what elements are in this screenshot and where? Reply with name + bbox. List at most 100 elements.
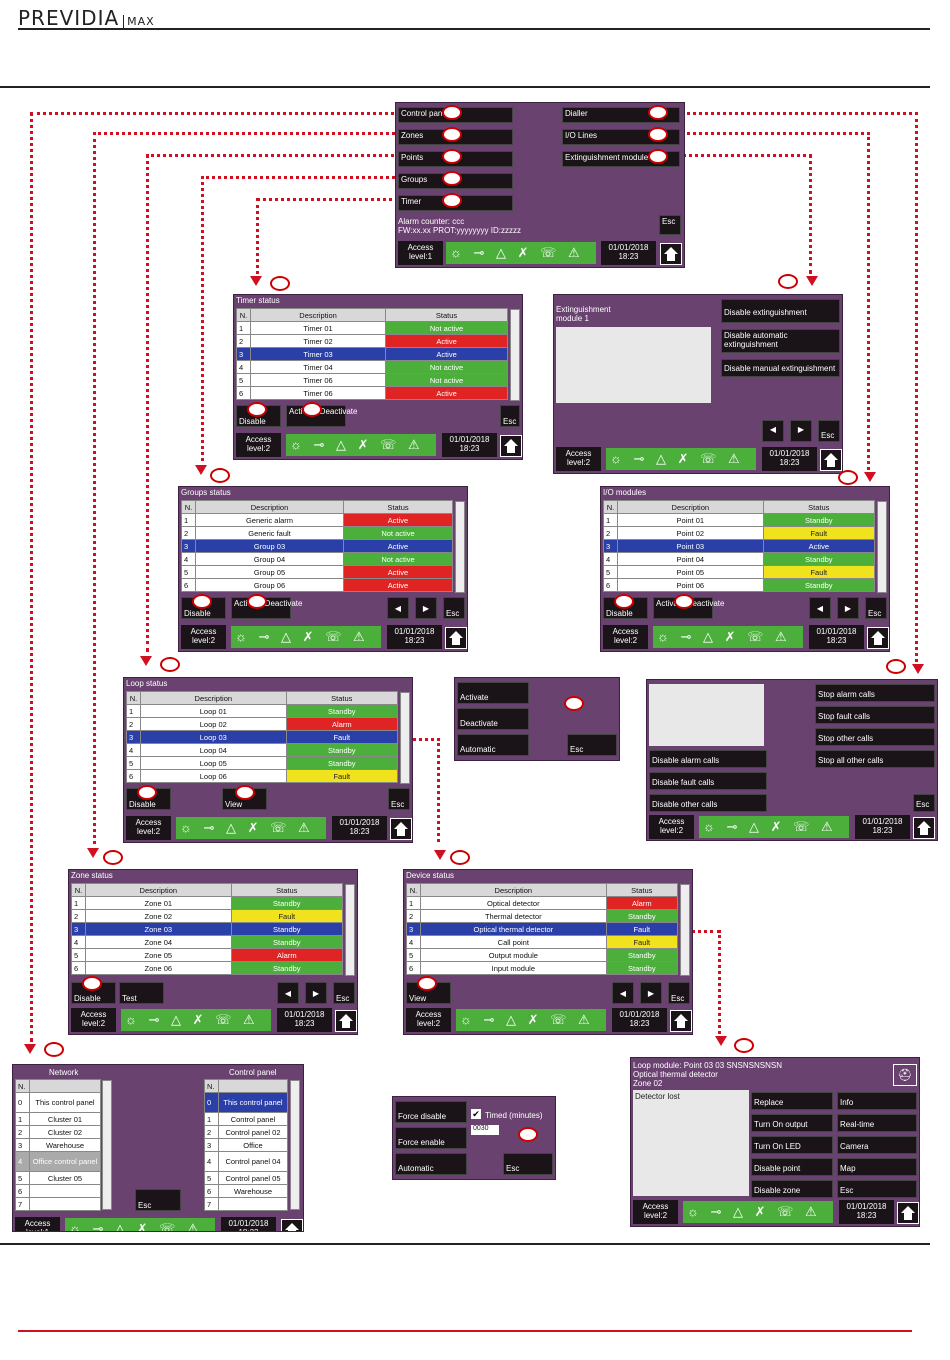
scrollbar[interactable] xyxy=(400,692,410,784)
esc-button[interactable]: Esc xyxy=(659,215,681,235)
turn-on-output-button[interactable]: Turn On output xyxy=(751,1114,833,1132)
esc-button[interactable]: Esc xyxy=(443,597,465,619)
map-button[interactable]: Map xyxy=(837,1158,917,1176)
stop-all-other-calls-button[interactable]: Stop all other calls xyxy=(815,750,935,768)
arrow-left-icon[interactable]: ◀ xyxy=(762,420,784,442)
main-screen: Control panel Zones Points Groups Timer … xyxy=(395,102,685,268)
esc-button[interactable]: Esc xyxy=(668,982,690,1004)
home-icon[interactable] xyxy=(867,627,889,649)
callout-marker xyxy=(235,785,255,800)
esc-button[interactable]: Esc xyxy=(388,788,410,810)
home-icon[interactable] xyxy=(390,818,412,840)
home-icon[interactable] xyxy=(820,449,842,471)
deactivate-button[interactable]: Deactivate xyxy=(457,708,529,730)
disable-fault-calls-button[interactable]: Disable fault calls xyxy=(649,772,767,790)
esc-button[interactable]: Esc xyxy=(865,597,887,619)
scrollbar[interactable] xyxy=(877,501,887,593)
arrow-right-icon[interactable]: ▶ xyxy=(415,597,437,619)
esc-button[interactable]: Esc xyxy=(333,982,355,1004)
force-disable-button[interactable]: Force disable xyxy=(395,1101,467,1123)
disable-manual-extinguishment-button[interactable]: Disable manual extinguishment xyxy=(721,359,840,377)
callout-marker xyxy=(648,149,668,164)
stop-fault-calls-button[interactable]: Stop fault calls xyxy=(815,706,935,724)
access-level: Access level:2 xyxy=(406,1008,451,1032)
home-icon[interactable] xyxy=(445,627,467,649)
esc-button[interactable]: Esc xyxy=(135,1189,181,1211)
arrow-left-icon[interactable]: ◀ xyxy=(612,982,634,1004)
scrollbar[interactable] xyxy=(290,1080,300,1210)
checkmark-icon[interactable]: ✔ xyxy=(471,1109,481,1119)
screen-title: Groups status xyxy=(181,488,231,497)
test-button[interactable]: Test xyxy=(119,982,164,1004)
arrow-left-icon[interactable]: ◀ xyxy=(277,982,299,1004)
activate-button[interactable]: Activate xyxy=(457,682,529,704)
replace-button[interactable]: Replace xyxy=(751,1092,833,1110)
arrow-right-icon[interactable]: ▶ xyxy=(837,597,859,619)
real-time-button[interactable]: Real-time xyxy=(837,1114,917,1132)
automatic-button[interactable]: Automatic xyxy=(395,1153,467,1175)
esc-button[interactable]: Esc xyxy=(500,405,520,427)
esc-button[interactable]: Esc xyxy=(503,1153,553,1175)
arrow-right-icon[interactable]: ▶ xyxy=(640,982,662,1004)
stop-other-calls-button[interactable]: Stop other calls xyxy=(815,728,935,746)
disable-other-calls-button[interactable]: Disable other calls xyxy=(649,794,767,812)
esc-button[interactable]: Esc xyxy=(818,420,840,442)
datetime: 01/01/2018 18:23 xyxy=(277,1008,332,1032)
callout-marker xyxy=(302,402,322,417)
arrow-right-icon[interactable]: ▶ xyxy=(305,982,327,1004)
callout-marker xyxy=(442,171,462,186)
scrollbar[interactable] xyxy=(510,309,520,401)
force-enable-button[interactable]: Force enable xyxy=(395,1127,467,1149)
disable-automatic-extinguishment-button[interactable]: Disable automatic extinguishment xyxy=(721,329,840,353)
turn-on-led-button[interactable]: Turn On LED xyxy=(751,1136,833,1154)
disable-zone-button[interactable]: Disable zone xyxy=(751,1180,833,1198)
arrow-dialler xyxy=(912,664,924,674)
esc-button[interactable]: Esc xyxy=(913,794,935,812)
disable-extinguishment-button[interactable]: Disable extinguishment xyxy=(721,299,840,323)
home-icon[interactable] xyxy=(670,1010,692,1032)
disable-point-button[interactable]: Disable point xyxy=(751,1158,833,1176)
camera-button[interactable]: Camera xyxy=(837,1136,917,1154)
arrow-right-icon[interactable]: ▶ xyxy=(790,420,812,442)
detector-icon: ⛑ xyxy=(893,1064,917,1086)
esc-button[interactable]: Esc xyxy=(567,734,617,756)
callout-marker xyxy=(247,402,267,417)
scrollbar[interactable] xyxy=(455,501,465,593)
disable-alarm-calls-button[interactable]: Disable alarm calls xyxy=(649,750,767,768)
home-icon[interactable] xyxy=(660,243,682,265)
home-icon[interactable] xyxy=(913,817,935,839)
home-icon[interactable] xyxy=(897,1202,919,1224)
arrow-left-icon[interactable]: ◀ xyxy=(387,597,409,619)
esc-button[interactable]: Esc xyxy=(837,1180,917,1198)
callout-marker xyxy=(648,105,668,120)
arrow-left-icon[interactable]: ◀ xyxy=(809,597,831,619)
timed-minutes-input[interactable]: 0030 xyxy=(471,1125,499,1135)
scrollbar[interactable] xyxy=(102,1080,112,1210)
home-icon[interactable] xyxy=(281,1219,303,1231)
access-level: Access level:2 xyxy=(649,815,694,839)
scrollbar[interactable] xyxy=(345,884,355,976)
home-icon[interactable] xyxy=(335,1010,357,1032)
automatic-button[interactable]: Automatic xyxy=(457,734,529,756)
scrollbar[interactable] xyxy=(680,884,690,976)
link-io xyxy=(670,132,870,470)
home-icon[interactable] xyxy=(500,435,522,457)
arrow-groups xyxy=(195,465,207,475)
link-points xyxy=(146,154,400,652)
info-button[interactable]: Info xyxy=(837,1092,917,1110)
datetime: 01/01/2018 18:23 xyxy=(839,1200,894,1224)
status-icon-bar: ☼ ⊸ △ ✗ ☏ ⚠ xyxy=(699,816,849,838)
stop-alarm-calls-button[interactable]: Stop alarm calls xyxy=(815,684,935,702)
control-panel-title: Control panel xyxy=(229,1068,277,1077)
